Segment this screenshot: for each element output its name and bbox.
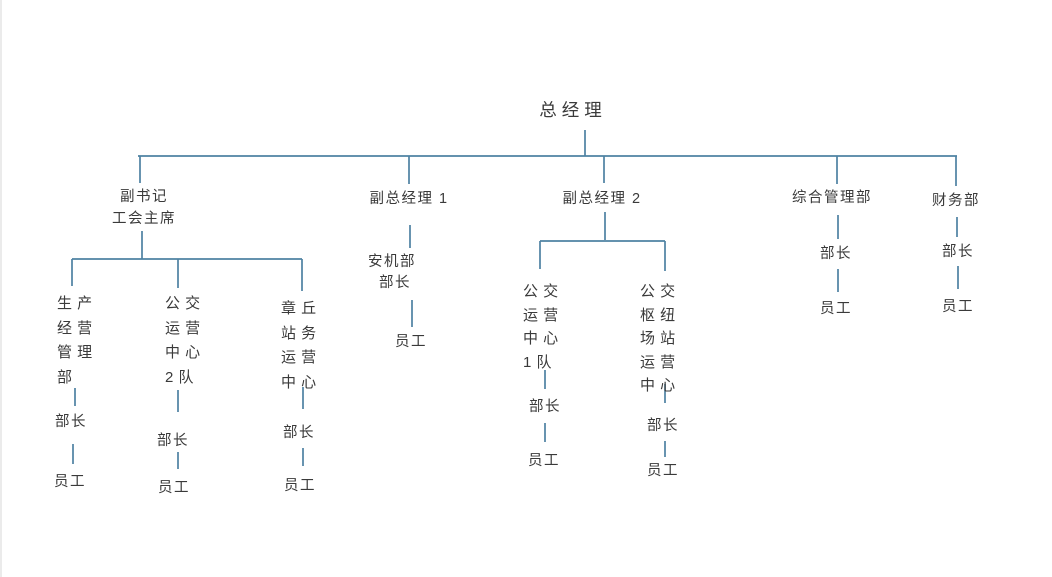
node-bus1-staff: 员工 [528,453,560,469]
node-gm-dept-staff: 员工 [820,301,852,317]
page-edge-divider [0,0,2,577]
node-production-staff: 员工 [54,474,86,490]
node-anji-dept: 安机部 部长 [368,254,416,291]
node-finance-minister: 部长 [942,244,974,260]
node-finance-staff: 员工 [942,299,974,315]
node-bus2-minister: 部长 [157,433,189,449]
node-bus1-minister: 部长 [529,399,561,415]
node-anji-staff: 员工 [395,334,427,350]
node-vice-secretary: 副书记 工会主席 [112,189,176,227]
node-deputy-gm-1: 副总经理 1 [369,191,449,207]
node-production-minister: 部长 [55,414,87,430]
node-zhangqiu-dept: 章 丘 站 务 运 营 中 心 [281,300,317,391]
node-hub-staff: 员工 [647,463,679,479]
node-general-mgmt-dept: 综合管理部 [792,190,872,206]
node-deputy-gm-2: 副总经理 2 [562,191,642,207]
node-gm-dept-minister: 部长 [820,246,852,262]
node-finance-dept: 财务部 [932,193,980,209]
node-bus2-dept: 公 交 运 营 中 心 2 队 [165,295,201,386]
node-zhangqiu-staff: 员工 [284,478,316,494]
node-zhangqiu-minister: 部长 [283,425,315,441]
node-bus1-dept: 公 交 运 营 中 心 1 队 [523,283,559,371]
node-hub-minister: 部长 [647,418,679,434]
node-hub-dept: 公 交 枢 纽 场 站 运 营 中 心 [640,283,676,394]
node-production-dept: 生 产 经 营 管 理 部 [57,295,93,386]
node-bus2-staff: 员工 [158,480,190,496]
node-ceo: 总经理 [539,100,607,120]
